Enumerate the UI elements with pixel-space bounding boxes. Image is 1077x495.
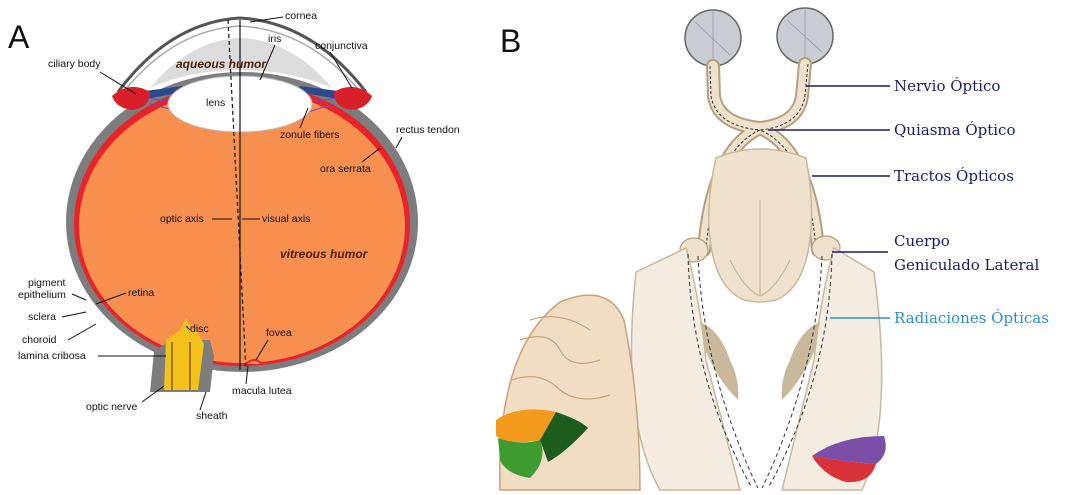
label-ora-serrata: ora serrata <box>320 163 371 175</box>
label-conjunctiva: conjunctiva <box>315 40 368 52</box>
label-cornea: cornea <box>285 10 317 22</box>
label-iris: iris <box>268 33 281 45</box>
label-fovea: fovea <box>266 327 292 339</box>
label-disc: disc <box>190 323 209 335</box>
panel-a-letter: A <box>8 19 30 55</box>
label-sheath: sheath <box>196 410 228 422</box>
label-choroid: choroid <box>22 334 57 346</box>
label-radiaciones-opticas: Radiaciones Ópticas <box>894 309 1049 327</box>
optic-nerve-core <box>164 330 204 390</box>
label-optic-nerve: optic nerve <box>86 401 138 413</box>
label-tractos-opticos: Tractos Ópticos <box>894 167 1014 185</box>
label-optic-axis: optic axis <box>160 213 204 225</box>
label-macula-lutea: macula lutea <box>232 385 292 397</box>
label-cuerpo: Cuerpo <box>894 232 950 250</box>
label-lens: lens <box>206 97 225 109</box>
label-sclera: sclera <box>28 311 56 323</box>
label-rectus-tendon: rectus tendon <box>396 124 460 136</box>
label-pigment: pigment <box>28 277 65 289</box>
label-vitreous-humor: vitreous humor <box>280 247 369 261</box>
label-geniculado-lateral: Geniculado Lateral <box>894 256 1039 274</box>
label-quiasma-optico: Quiasma Óptico <box>894 121 1016 139</box>
panel-b: B <box>496 8 1049 490</box>
label-retina: retina <box>128 287 154 299</box>
label-aqueous-humor: aqueous humor <box>176 57 267 71</box>
label-ciliary-body: ciliary body <box>48 58 101 70</box>
label-lamina-cribosa: lamina cribosa <box>18 350 86 362</box>
label-epithelium: epithelium <box>18 289 66 301</box>
label-visual-axis: visual axis <box>262 213 310 225</box>
label-nervio-optico: Nervio Óptico <box>894 77 1000 95</box>
panel-a: A <box>8 10 460 422</box>
panel-b-letter: B <box>500 23 521 59</box>
label-zonule-fibers: zonule fibers <box>280 129 340 141</box>
